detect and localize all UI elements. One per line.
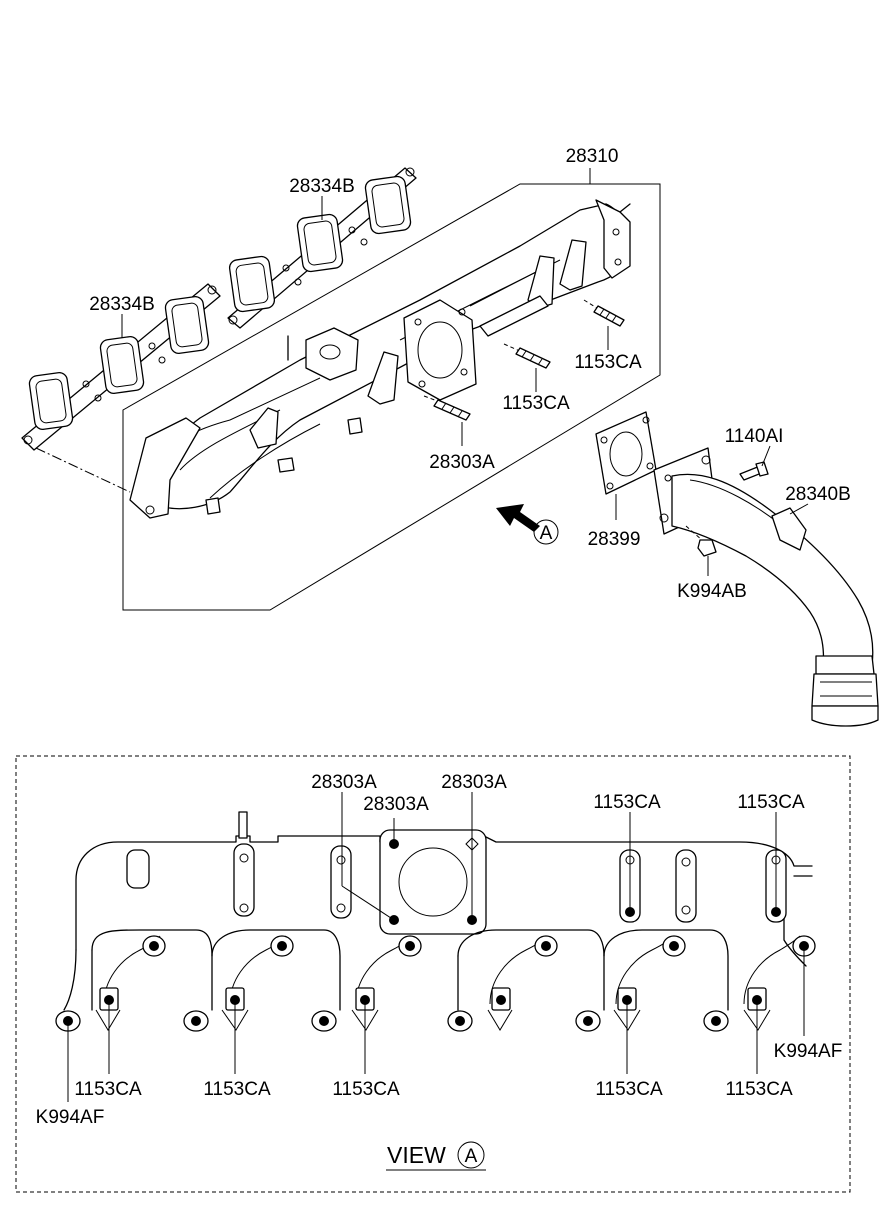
alignment-line [35, 447, 131, 493]
label-k994ab: K994AB [677, 581, 747, 602]
label-1153ca-upper: 1153CA [574, 352, 642, 373]
label-28303a: 28303A [429, 452, 495, 473]
view-arrow-marker: A [540, 523, 553, 544]
view-label-1153ca-top-1: 1153CA [593, 792, 661, 813]
gasket-upper [227, 167, 417, 329]
label-28399: 28399 [588, 529, 641, 550]
bolt-1140ai [739, 445, 771, 481]
label-1140ai: 1140AI [725, 426, 784, 447]
stud-28303a [423, 395, 471, 446]
label-28334b-lower: 28334B [89, 294, 155, 315]
label-28334b-upper: 28334B [289, 176, 355, 197]
view-label-k994af-right: K994AF [774, 1041, 843, 1062]
view-a-manifold [55, 811, 816, 1032]
view-label-1153ca-bottom-1: 1153CA [74, 1079, 142, 1100]
exhaust-manifold [129, 199, 631, 519]
view-label-28303a-2: 28303A [363, 794, 429, 815]
view-a-title: VIEW A [386, 1141, 486, 1171]
label-28340b: 28340B [785, 484, 851, 505]
view-label-1153ca-top-2: 1153CA [737, 792, 805, 813]
label-1153ca-lower: 1153CA [502, 393, 570, 414]
view-label-28303a-1: 28303A [311, 772, 377, 793]
view-label-1153ca-bottom-3: 1153CA [332, 1079, 400, 1100]
gasket-lower [21, 283, 221, 451]
view-arrow-a: A [496, 504, 559, 545]
view-a-frame [15, 755, 851, 1193]
view-label-1153ca-bottom-5: 1153CA [725, 1079, 793, 1100]
view-title-text: VIEW [387, 1142, 446, 1168]
stud-1153ca-upper [583, 299, 625, 350]
view-label-1153ca-bottom-2: 1153CA [203, 1079, 271, 1100]
label-28310: 28310 [566, 146, 619, 167]
view-a-leaders [67, 792, 805, 1102]
view-label-1153ca-bottom-4: 1153CA [595, 1079, 663, 1100]
view-title-marker: A [465, 1146, 478, 1167]
stud-1153ca-lower [503, 343, 551, 392]
exhaust-pipe [653, 447, 879, 727]
assembly-outline [122, 168, 661, 611]
flange-gasket [595, 411, 657, 520]
nut-k994ab [685, 525, 717, 576]
view-label-28303a-3: 28303A [441, 772, 507, 793]
view-label-k994af-left: K994AF [36, 1107, 105, 1128]
